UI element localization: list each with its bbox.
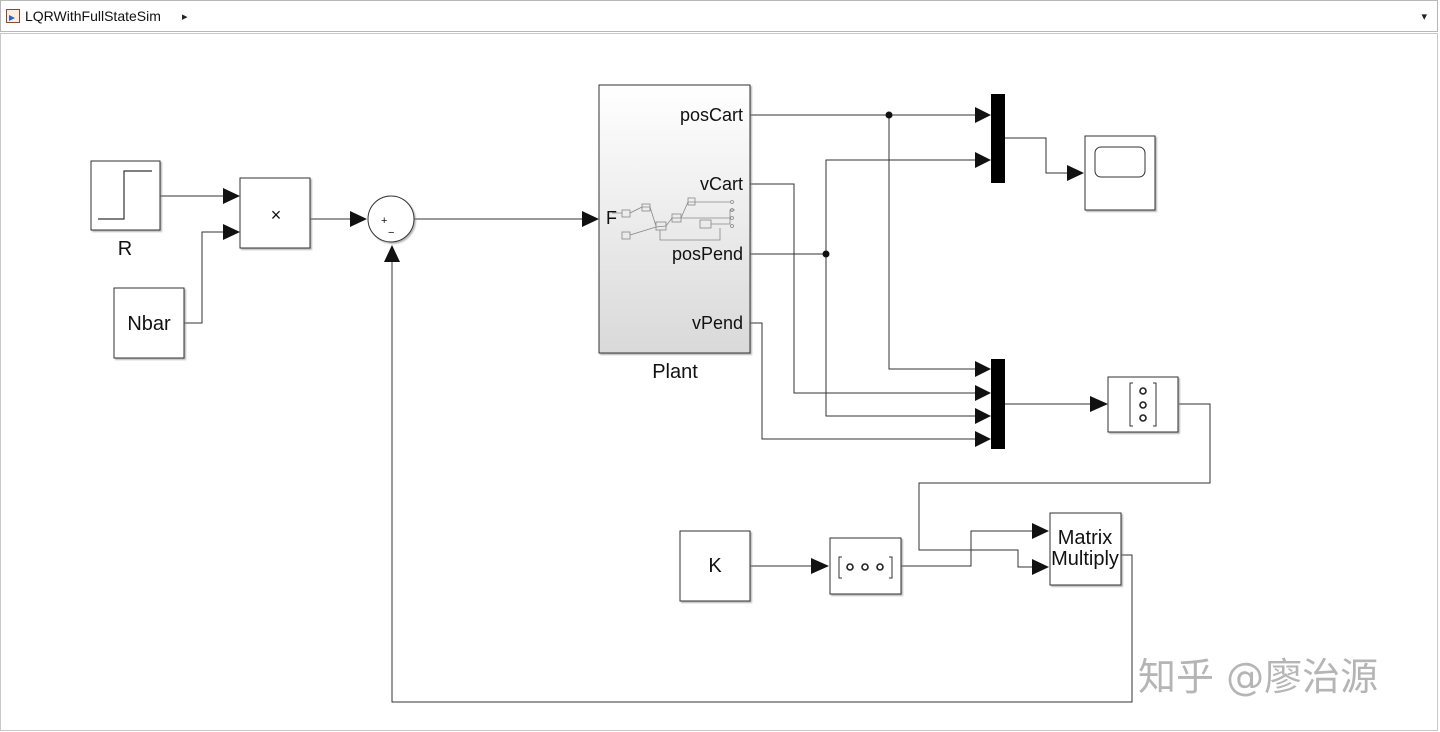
- k-label: K: [708, 555, 722, 577]
- signal-nbar-to-product: [184, 231, 228, 324]
- sum-block[interactable]: + −: [367, 195, 415, 243]
- signal-vcart: [750, 183, 980, 394]
- step-label: R: [118, 238, 132, 260]
- nbar-label: Nbar: [127, 313, 171, 335]
- watermark-text: 知乎 @廖治源: [1138, 655, 1378, 699]
- sum-minus-sign: −: [388, 227, 394, 239]
- signal-vpend: [750, 322, 980, 440]
- mux-block-scope[interactable]: [991, 94, 1005, 183]
- signal-pospend-down: [825, 254, 980, 417]
- product-symbol: ×: [271, 205, 282, 225]
- reshape-block[interactable]: [829, 537, 902, 595]
- arrowheads: [223, 107, 1108, 575]
- plant-block-label: Plant: [652, 361, 698, 383]
- vector-bracket-icon: [838, 556, 893, 579]
- nbar-constant-block[interactable]: Nbar: [113, 287, 185, 359]
- plant-output-pospend: posPend: [672, 244, 743, 264]
- mux-block-state[interactable]: [991, 359, 1005, 449]
- scope-block[interactable]: [1084, 135, 1156, 211]
- chevron-down-icon[interactable]: ▾: [1421, 11, 1427, 23]
- model-toolbar: LQRWithFullStateSim ▸ ▾: [0, 0, 1438, 32]
- signal-transpose-to-matmul: [918, 403, 1211, 568]
- product-block[interactable]: ×: [239, 177, 311, 249]
- subsystem-preview-icon: [612, 197, 735, 241]
- signal-reshape-to-matmul: [901, 530, 1036, 567]
- plant-output-vcart: vCart: [700, 174, 743, 194]
- diagram-canvas: [0, 33, 1438, 731]
- branch-point: [885, 111, 893, 119]
- signal-poscart-branch: [888, 115, 980, 370]
- plant-output-poscart: posCart: [680, 105, 743, 125]
- vector-bracket-icon: [1129, 382, 1157, 427]
- step-block[interactable]: [90, 160, 161, 231]
- matmul-label-line2: Multiply: [1051, 548, 1119, 570]
- plant-input-port-label: F: [606, 208, 617, 228]
- signal-feedback: [391, 262, 1133, 703]
- signal-mux-to-scope: [1005, 137, 1072, 174]
- step-icon: [98, 170, 152, 220]
- plant-output-vpend: vPend: [692, 313, 743, 333]
- model-breadcrumb[interactable]: LQRWithFullStateSim: [25, 8, 161, 24]
- simulink-model-icon: [6, 9, 20, 23]
- scope-screen-icon: [1094, 146, 1146, 178]
- sum-plus-sign: +: [381, 215, 387, 227]
- matrix-multiply-block[interactable]: Matrix Multiply: [1049, 512, 1122, 586]
- signal-pospend-up: [825, 159, 980, 254]
- transpose-block[interactable]: [1107, 376, 1179, 433]
- breadcrumb-arrow-icon[interactable]: ▸: [182, 11, 188, 23]
- k-constant-block[interactable]: K: [679, 530, 751, 602]
- matmul-label-line1: Matrix: [1058, 527, 1112, 549]
- signal-lines: [160, 114, 1211, 703]
- plant-subsystem-block[interactable]: [598, 84, 751, 354]
- branch-point: [822, 250, 830, 258]
